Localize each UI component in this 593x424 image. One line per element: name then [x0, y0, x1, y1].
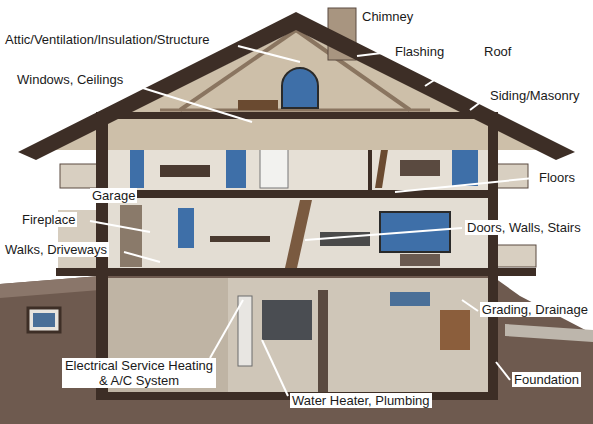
- part-label: Chimney: [360, 9, 415, 24]
- part-label: Siding/Masonry: [488, 88, 582, 103]
- part-label: Electrical Service Heating & A/C System: [62, 358, 216, 388]
- part-label: Roof: [482, 44, 513, 59]
- part-label: Attic/Ventilation/Insulation/Structure: [3, 32, 212, 47]
- part-label: Flashing: [393, 44, 446, 59]
- part-label: Water Heater, Plumbing: [290, 393, 432, 408]
- part-label: Fireplace: [20, 212, 77, 227]
- part-label: Floors: [537, 170, 577, 185]
- part-label: Windows, Ceilings: [15, 72, 125, 87]
- part-label: Garage: [90, 188, 137, 203]
- part-label: Grading, Drainage: [480, 302, 590, 317]
- part-label: Doors, Walls, Stairs: [465, 220, 583, 235]
- part-label: Foundation: [512, 372, 581, 387]
- part-label: Walks, Driveways: [3, 242, 109, 257]
